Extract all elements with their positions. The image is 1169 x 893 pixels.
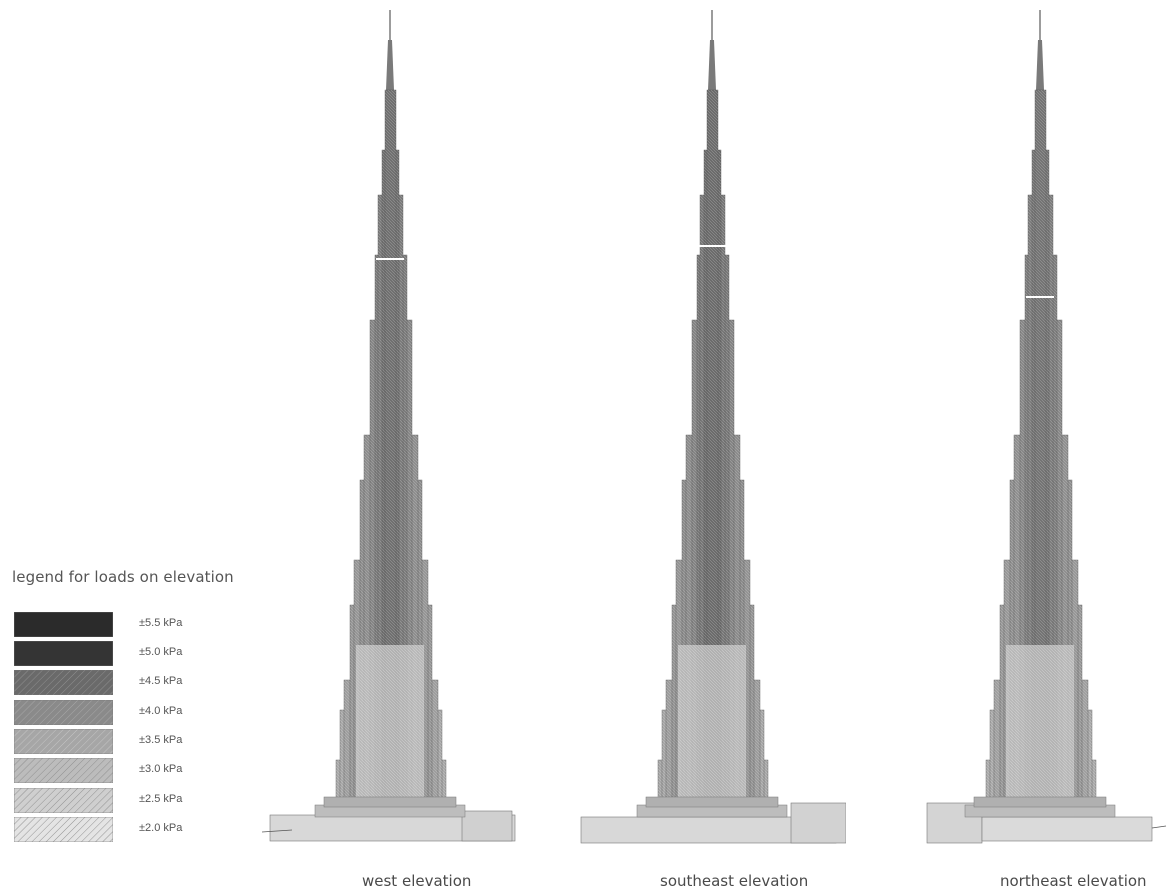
legend-label: ±4.0 kPa [139,705,183,717]
legend-label: ±4.5 kPa [139,675,183,687]
tower-drawing [926,10,1167,844]
legend-item: ±2.0 kPa [14,817,214,844]
legend-swatch [14,670,113,695]
legend-swatch [14,758,113,783]
legend-label: ±2.0 kPa [139,822,183,834]
caption-southeast-elevation: southeast elevation [660,872,809,890]
legend-label: ±5.0 kPa [139,646,183,658]
legend-item: ±4.5 kPa [14,670,214,697]
legend-item: ±4.0 kPa [14,700,214,727]
legend-title: legend for loads on elevation [12,568,234,586]
tower-drawing [580,10,847,844]
legend-swatch [14,612,113,637]
tower-drawing [261,10,516,842]
legend-label: ±3.5 kPa [139,734,183,746]
legend-swatch [14,700,113,725]
legend-swatch [14,817,113,842]
legend-label: ±2.5 kPa [139,793,183,805]
tower-elevation-southeast [576,0,847,864]
legend-item: ±3.0 kPa [14,758,214,785]
legend-label: ±3.0 kPa [139,763,183,775]
legend-item: ±5.0 kPa [14,641,214,668]
legend-item: ±3.5 kPa [14,729,214,756]
caption-northeast-elevation: northeast elevation [1000,872,1147,890]
tower-elevation-west [261,0,522,864]
legend-item: ±5.5 kPa [14,612,214,639]
legend-swatch [14,788,113,813]
legend-swatch [14,729,113,754]
legend-swatch [14,641,113,666]
legend-label: ±5.5 kPa [139,617,183,629]
tower-elevation-northeast [912,0,1167,864]
caption-west-elevation: west elevation [362,872,472,890]
legend-item: ±2.5 kPa [14,788,214,815]
